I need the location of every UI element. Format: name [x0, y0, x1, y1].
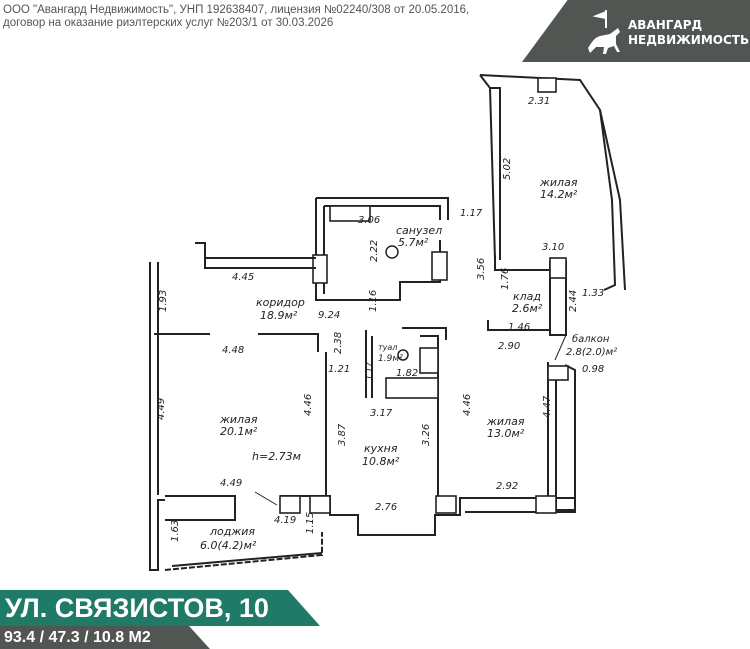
dim: 4.46 [462, 394, 473, 416]
room-kitchen-name: кухня [364, 442, 398, 455]
room-loggia-area: 6.0(4.2)м² [200, 539, 257, 552]
dim: 1.16 [368, 290, 379, 312]
company-logo: АВАНГАРД НЕДВИЖИМОСТЬ [522, 0, 750, 62]
ceiling-height: h=2.73м [252, 450, 301, 463]
room-wc-name: туал [378, 343, 397, 352]
dim: 4.46 [303, 394, 314, 416]
room-living2-area: 20.1м² [220, 425, 258, 438]
dim: 2.44 [568, 290, 579, 312]
address-banner: УЛ. СВЯЗИСТОВ, 10 [0, 590, 320, 626]
dim: 1.76 [500, 268, 511, 290]
room-labels: жилая 14.2м² санузел 5.7м² клад 2.6м² ко… [200, 176, 617, 552]
room-storage-name: клад [513, 290, 541, 303]
dim: 3.56 [476, 258, 487, 280]
dim: 1.63 [170, 520, 181, 542]
dim: 9.24 [318, 310, 340, 321]
logo-text: АВАНГАРД НЕДВИЖИМОСТЬ [628, 18, 749, 48]
logo-line-2: НЕДВИЖИМОСТЬ [628, 33, 750, 47]
dim: 2.76 [375, 502, 397, 513]
knight-on-horse-icon [588, 10, 620, 54]
dim: 4.49 [156, 398, 167, 420]
areas: 93.4 / 47.3 / 10.8 М2 [4, 629, 151, 646]
room-storage-area: 2.6м² [512, 302, 543, 315]
dim: 1.33 [582, 288, 604, 299]
dim: 3.17 [370, 408, 393, 419]
dim: 1.21 [328, 364, 350, 375]
room-balcony-name: балкон [572, 333, 610, 345]
room-living3-area: 13.0м² [487, 427, 525, 440]
dim: 2.90 [498, 341, 520, 352]
dimension-labels: 2.31 5.02 1.17 3.06 2.22 3.10 3.56 1.76 … [156, 96, 604, 542]
room-wc-area: 1.9м² [378, 354, 403, 364]
room-living2-name: жилая [219, 413, 258, 426]
dim: 4.48 [222, 345, 244, 356]
dim: 4.47 [542, 395, 553, 418]
dim: 4.49 [220, 478, 242, 489]
license-line-2: договор на оказание риэлтерских услуг №2… [3, 17, 334, 29]
dim: 2.22 [369, 240, 380, 262]
room-bath-name: санузел [396, 224, 442, 237]
room-living1-area: 14.2м² [540, 188, 578, 201]
room-balcony-area: 2.8(2.0)м² [566, 347, 617, 358]
room-bath-area: 5.7м² [398, 236, 429, 249]
dim: 4.19 [274, 515, 296, 526]
room-corridor-area: 18.9м² [260, 309, 298, 322]
license-line-1: ООО "Авангард Недвижимость", УНП 1926384… [3, 4, 470, 16]
dim: 0.98 [582, 364, 604, 375]
dim: 1.17 [460, 208, 483, 219]
room-loggia-name: лоджия [209, 525, 255, 538]
walls [149, 74, 626, 571]
license-info: ООО "Авангард Недвижимость", УНП 1926384… [3, 4, 469, 30]
room-living1-name: жилая [539, 176, 578, 189]
dim: 5.02 [502, 158, 513, 180]
dim: 1.82 [396, 368, 418, 379]
dim: 3.87 [337, 423, 348, 446]
room-corridor-name: коридор [256, 296, 305, 309]
logo-line-1: АВАНГАРД [628, 18, 703, 32]
address: УЛ. СВЯЗИСТОВ, 10 [5, 593, 269, 623]
dim: 1.15 [305, 512, 316, 534]
area-banner: 93.4 / 47.3 / 10.8 М2 [0, 626, 210, 649]
dim: 2.38 [333, 332, 344, 354]
dim: 1.93 [158, 290, 169, 312]
dim: 2.31 [528, 96, 550, 107]
dim: 3.06 [358, 215, 380, 226]
dim: 3.10 [542, 242, 564, 253]
dim: 1.17 [365, 361, 374, 380]
room-kitchen-area: 10.8м² [362, 455, 400, 468]
dim: 2.92 [496, 481, 518, 492]
dim: 4.45 [232, 272, 254, 283]
room-living3-name: жилая [486, 415, 525, 428]
dim: 3.26 [421, 424, 432, 446]
dim: 1.46 [508, 322, 530, 333]
